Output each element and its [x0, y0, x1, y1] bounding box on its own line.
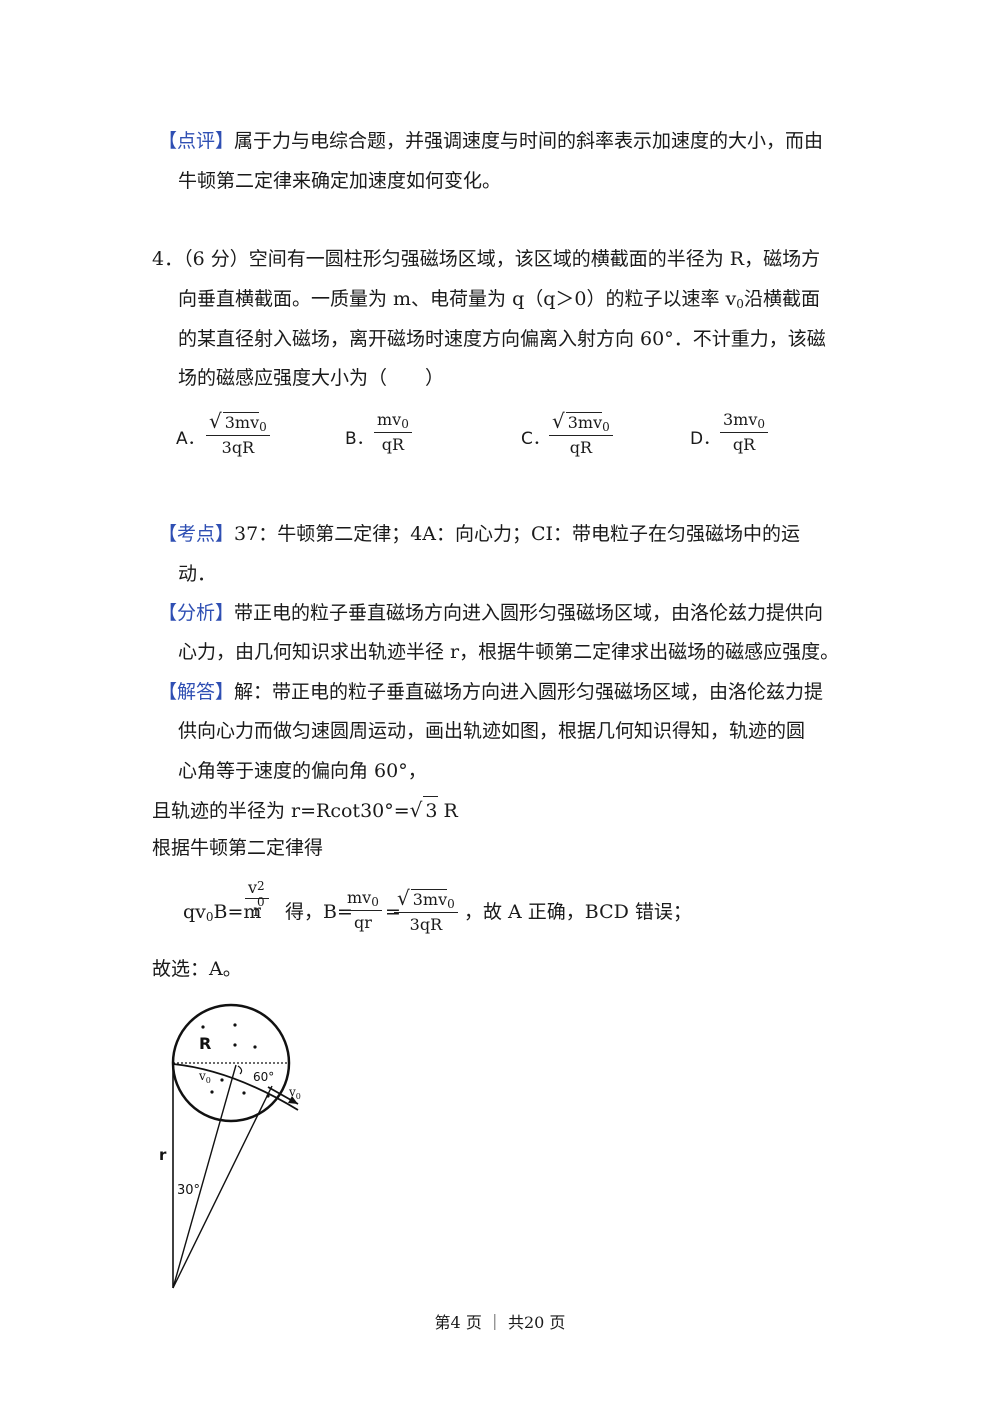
label-60-degrees: 60° — [253, 1070, 274, 1084]
question-line-4: 场的磁感应强度大小为（ ） — [178, 367, 445, 389]
option-d-numerator: 3mv — [723, 410, 758, 429]
eq-f1-den: r — [253, 901, 261, 920]
kaodian-line-1: 【考点】37：牛顿第二定律；4A：向心力；CI：带电粒子在匀强磁场中的运 — [158, 520, 800, 548]
eq-f2-sub: 0 — [371, 895, 379, 909]
label-R: R — [199, 1034, 211, 1053]
equation-conclusion: ，故 A 正确，BCD 错误； — [464, 901, 692, 923]
option-a-denominator: 3qR — [221, 438, 255, 457]
label-r: r — [159, 1146, 167, 1164]
option-a-fraction: √3mv0 3qR — [206, 409, 270, 457]
option-b-numerator: mv — [377, 410, 402, 429]
label-v0-left: v0 — [198, 1069, 211, 1085]
option-a-numerator: 3mv — [222, 412, 260, 432]
jieda-line-4: 且轨迹的半径为 r=Rcot30°=√3 R — [152, 796, 458, 825]
kaodian-text-1: 37：牛顿第二定律；4A：向心力；CI：带电粒子在匀强磁场中的运 — [234, 523, 801, 545]
fenxi-line-1: 【分析】带正电的粒子垂直磁场方向进入圆形匀强磁场区域，由洛伦兹力提供向 — [158, 599, 823, 627]
jieda-line-2: 供向心力而做匀速圆周运动，画出轨迹如图，根据几何知识得知，轨迹的圆 — [178, 720, 806, 742]
review-line-2: 牛顿第二定律来确定加速度如何变化。 — [178, 170, 502, 192]
equation-equals: = — [385, 901, 401, 923]
fenxi-line-2: 心力，由几何知识求出轨迹半径 r，根据牛顿第二定律求出磁场的磁感应强度。 — [178, 641, 840, 663]
trajectory-diagram: R v0 60° v0 r 30° — [159, 1003, 301, 1289]
eq-f2-num: mv — [347, 888, 372, 907]
radius-unit: R — [437, 800, 458, 822]
label-v0-right: v0 — [288, 1085, 301, 1101]
review-line-1: 【点评】属于力与电综合题，并强调速度与时间的斜率表示加速度的大小，而由 — [158, 127, 823, 155]
question-line-3: 的某直径射入磁场，离开磁场时速度方向偏离入射方向 60°．不计重力，该磁 — [178, 328, 826, 350]
option-c-fraction: √3mv0 qR — [549, 409, 613, 457]
label-30-degrees: 30° — [177, 1183, 200, 1198]
radius-sqrt: 3 — [423, 796, 438, 825]
option-b-denominator: qR — [381, 435, 405, 454]
eq-qv: qv — [183, 901, 206, 923]
option-a-sub: 0 — [259, 420, 267, 434]
eq-f1-v: v — [248, 878, 258, 897]
option-c-denominator: qR — [569, 438, 593, 457]
eq-bm: B=m — [213, 901, 262, 923]
v0-subscript: 0 — [736, 297, 744, 311]
jieda-line-3: 心角等于速度的偏向角 60°， — [178, 760, 427, 782]
option-b-fraction: mv0 qR — [374, 410, 412, 454]
option-d-sub: 0 — [757, 417, 766, 431]
eq-f2-den: qr — [353, 913, 372, 932]
arrow-head-icon — [288, 1096, 298, 1104]
option-b-label: B． — [345, 429, 374, 449]
option-b-sub: 0 — [401, 417, 409, 431]
eq-f1-sup: 2 — [257, 879, 265, 893]
radius-text: 且轨迹的半径为 r=Rcot30°= — [152, 800, 410, 822]
question-line-1: 4．（6 分）空间有一圆柱形匀强磁场区域，该区域的横截面的半径为 R，磁场方 — [152, 248, 821, 270]
eq-f3-sub: 0 — [447, 897, 455, 911]
question-line-2-text: 向垂直横截面。一质量为 m、电荷量为 q（q＞0）的粒子以速率 v — [178, 288, 737, 310]
option-a-label: A． — [176, 429, 205, 449]
option-c-numerator: 3mv — [565, 412, 603, 432]
option-d-denominator: qR — [732, 435, 756, 454]
jieda-line-1: 【解答】解：带正电的粒子垂直磁场方向进入圆形匀强磁场区域，由洛伦兹力提 — [158, 678, 823, 706]
eq-qv-sub: 0 — [205, 910, 214, 924]
angle-marker — [237, 1065, 243, 1075]
eq-f3-num: 3mv — [410, 889, 448, 909]
option-c-sub: 0 — [602, 420, 610, 434]
review-text-1: 属于力与电综合题，并强调速度与时间的斜率表示加速度的大小，而由 — [234, 130, 824, 152]
trajectory-arc — [172, 1063, 299, 1111]
answer-choice: 故选：A。 — [152, 958, 242, 980]
question-line-2-tail: 沿横截面 — [743, 288, 820, 310]
eq-f3-den: 3qR — [409, 915, 443, 934]
option-d-label: D． — [690, 429, 721, 449]
radius-to-center — [172, 1064, 237, 1289]
kaodian-tag: 【考点】 — [158, 523, 235, 545]
option-c-label: C． — [521, 429, 550, 449]
question-line-2: 向垂直横截面。一质量为 m、电荷量为 q（q＞0）的粒子以速率 v0沿横截面 — [178, 285, 820, 318]
eq-f1-sub: 0 — [257, 895, 265, 909]
fenxi-text-1: 带正电的粒子垂直磁场方向进入圆形匀强磁场区域，由洛伦兹力提供向 — [234, 602, 824, 624]
equation-prefix: qv0B=m — [183, 898, 261, 931]
fraction-mv0-over-qr: mv0 qr — [344, 888, 382, 932]
fenxi-tag: 【分析】 — [158, 602, 235, 624]
option-d-fraction: 3mv0 qR — [720, 410, 769, 454]
equation-mid: 得，B= — [285, 901, 353, 923]
kaodian-line-2: 动． — [178, 563, 217, 585]
jieda-text-1: 解：带正电的粒子垂直磁场方向进入圆形匀强磁场区域，由洛伦兹力提 — [234, 681, 824, 703]
radius-to-exit — [172, 1085, 273, 1289]
review-tag: 【点评】 — [158, 130, 235, 152]
jieda-tag: 【解答】 — [158, 681, 235, 703]
field-dots — [201, 1023, 270, 1098]
page-footer: 第4 页 ｜ 共20 页 — [434, 1313, 566, 1332]
jieda-line-5: 根据牛顿第二定律得 — [152, 837, 324, 859]
fraction-sqrt3-mv0-over-3qr: √3mv0 3qR — [394, 886, 458, 934]
